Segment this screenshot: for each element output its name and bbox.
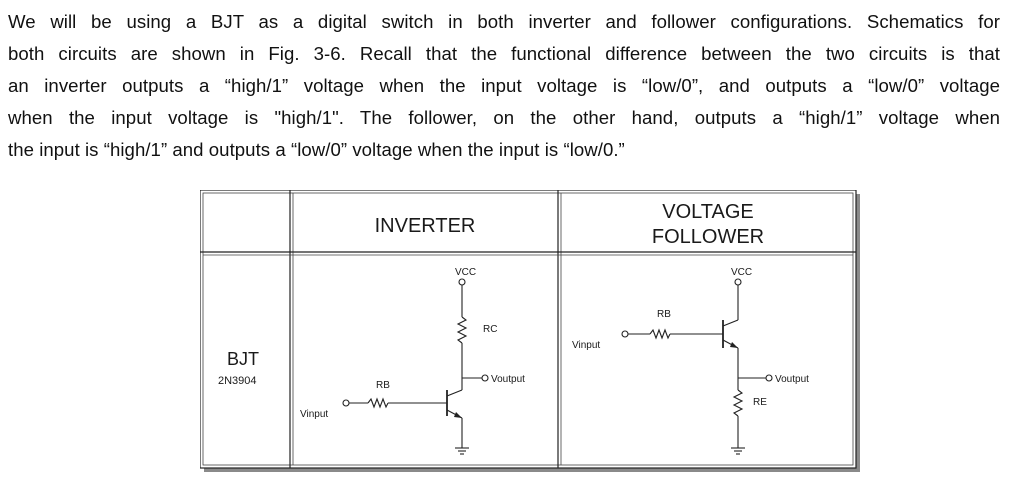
body-paragraph: We will be using a BJT as a digital swit…	[8, 6, 1000, 166]
rc-label: RC	[483, 324, 497, 335]
schematic-table: INVERTER VOLTAGE FOLLOWER BJT 2N3904 VCC…	[200, 190, 860, 472]
row-label-bjt: BJT	[227, 349, 259, 369]
rb-label: RB	[657, 309, 671, 320]
resistor-rb-icon	[649, 328, 671, 340]
voutput-label: Voutput	[775, 374, 809, 385]
paragraph-line: when the input voltage is "high/1". The …	[8, 107, 1000, 128]
output-terminal-icon	[481, 374, 489, 382]
vinput-label: Vinput	[572, 340, 600, 351]
inverter-schematic	[342, 278, 489, 455]
resistor-rb-icon	[367, 397, 389, 409]
paragraph-line: both circuits are shown in Fig. 3-6. Rec…	[8, 43, 1000, 64]
header-follower: FOLLOWER	[652, 226, 764, 248]
voutput-label: Voutput	[491, 374, 525, 385]
header-inverter: INVERTER	[375, 215, 476, 237]
paragraph-line: an inverter outputs a “high/1” voltage w…	[8, 75, 1000, 96]
vinput-label: Vinput	[300, 409, 328, 420]
paragraph-line: the input is “high/1” and outputs a “low…	[8, 139, 625, 160]
rb-label: RB	[376, 380, 390, 391]
resistor-re-icon	[732, 389, 744, 417]
vcc-label: VCC	[455, 267, 476, 278]
follower-schematic	[621, 278, 773, 455]
circuit-figure: INVERTER VOLTAGE FOLLOWER BJT 2N3904 VCC…	[200, 190, 860, 472]
resistor-rc-icon	[456, 316, 468, 344]
re-label: RE	[753, 397, 767, 408]
output-terminal-icon	[765, 374, 773, 382]
row-label-part: 2N3904	[218, 375, 257, 387]
table-frame	[200, 190, 857, 469]
header-voltage: VOLTAGE	[662, 201, 754, 223]
paragraph-line: We will be using a BJT as a digital swit…	[8, 11, 1000, 32]
vcc-label: VCC	[731, 267, 752, 278]
